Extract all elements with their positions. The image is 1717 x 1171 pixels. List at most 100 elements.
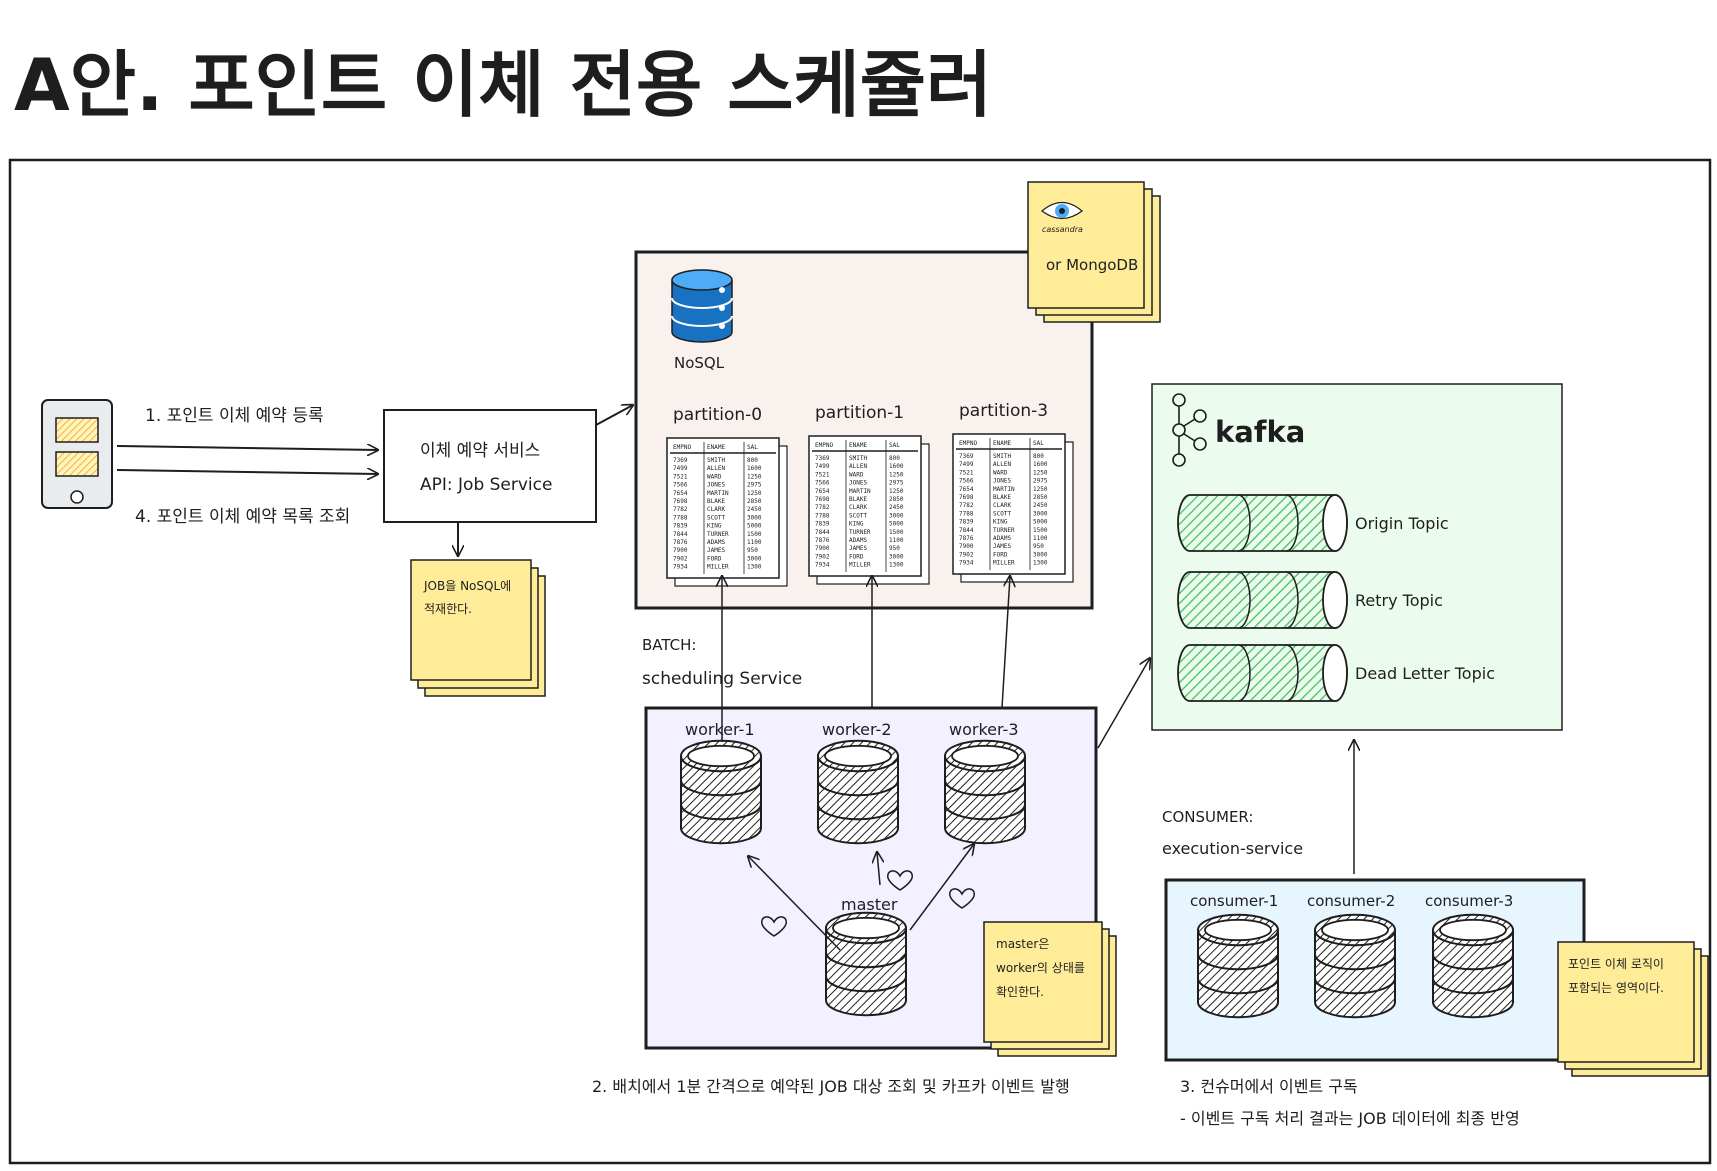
table-cell: 800 (889, 455, 900, 462)
table-cell: BLAKE (849, 496, 867, 503)
batch-caption: 2. 배치에서 1분 간격으로 예약된 JOB 대상 조회 및 카프카 이벤트 … (592, 1077, 1070, 1096)
table-cell: 7788 (815, 512, 830, 519)
consumer-db (1197, 913, 1279, 1019)
table-cell: 7566 (673, 482, 688, 489)
table-cell: MARTIN (993, 486, 1015, 493)
table-cell: 7782 (815, 504, 830, 511)
table-cell: ALLEN (707, 465, 725, 472)
table-cell: ALLEN (993, 461, 1011, 468)
list-label: 4. 포인트 이체 예약 목록 조회 (135, 507, 350, 527)
batch-label: BATCH: (642, 636, 696, 654)
table-cell: 7844 (815, 529, 830, 536)
table-header-cell: EMPNO (673, 444, 691, 451)
table-cell: 800 (1033, 453, 1044, 460)
table-cell: JONES (993, 478, 1011, 485)
worker-label: worker-1 (685, 720, 755, 739)
table-cell: SCOTT (849, 512, 867, 519)
table-cell: 7369 (815, 455, 830, 462)
table-cell: 7654 (673, 490, 688, 497)
table-cell: 7902 (815, 553, 830, 560)
partition-label: partition-3 (959, 401, 1048, 421)
table-cell: 7654 (815, 488, 830, 495)
table-cell: 7566 (815, 480, 830, 487)
table-cell: 1500 (747, 531, 762, 538)
table-cell: 7499 (673, 465, 688, 472)
table-cell: ADAMS (849, 537, 867, 544)
mobile-client (41, 399, 113, 509)
table-cell: 1100 (889, 537, 904, 544)
table-cell: 3000 (1033, 551, 1048, 558)
table-cell: 3000 (747, 514, 762, 521)
consumer-note: 포인트 이체 로직이 포함되는 영역이다. (1557, 941, 1709, 1077)
table-cell: BLAKE (993, 494, 1011, 501)
kafka-topic-label: Dead Letter Topic (1355, 664, 1495, 683)
partition-table (666, 437, 780, 579)
consumer-label: CONSUMER: (1162, 808, 1253, 826)
master-note: master은 worker의 상태를 확인한다. (983, 921, 1117, 1057)
consumer-note-line2: 포함되는 영역이다. (1568, 981, 1664, 995)
table-cell: TURNER (707, 531, 729, 538)
table-cell: CLARK (707, 506, 725, 513)
consumer-caption-2: - 이벤트 구독 처리 결과는 JOB 데이터에 최종 반영 (1180, 1109, 1520, 1128)
cassandra-eye-icon (1041, 201, 1083, 220)
table-cell: KING (707, 523, 722, 530)
table-cell: 7788 (673, 514, 688, 521)
table-cell: 7900 (815, 545, 830, 552)
service-to-nosql-arrow (595, 405, 633, 426)
table-cell: FORD (849, 553, 864, 560)
table-cell: 1500 (1033, 527, 1048, 534)
table-cell: MILLER (993, 560, 1015, 567)
table-cell: 1250 (1033, 469, 1048, 476)
table-cell: 7876 (959, 535, 974, 542)
table-cell: SCOTT (707, 514, 725, 521)
table-cell: MARTIN (707, 490, 729, 497)
consumer-item-label: consumer-3 (1425, 892, 1513, 910)
page-title: A안. 포인트 이체 전용 스케쥴러 (14, 43, 992, 127)
master-label: master (841, 895, 898, 914)
table-cell: ADAMS (707, 539, 725, 546)
table-cell: 950 (889, 545, 900, 552)
table-cell: BLAKE (707, 498, 725, 505)
table-cell: 7782 (959, 502, 974, 509)
table-cell: 1300 (747, 564, 762, 571)
reservation-service-api: API: Job Service (420, 475, 552, 495)
table-cell: 2975 (1033, 478, 1048, 485)
consumer-item-label: consumer-1 (1190, 892, 1278, 910)
table-cell: 1300 (1033, 560, 1048, 567)
table-cell: MILLER (707, 564, 729, 571)
kafka-topic-label: Origin Topic (1355, 514, 1449, 533)
table-cell: 2975 (889, 480, 904, 487)
table-cell: 7902 (959, 551, 974, 558)
table-cell: 3000 (747, 555, 762, 562)
table-cell: 2450 (1033, 502, 1048, 509)
table-cell: MARTIN (849, 488, 871, 495)
table-cell: 3000 (889, 553, 904, 560)
table-cell: WARD (707, 473, 722, 480)
table-cell: FORD (707, 555, 722, 562)
table-cell: JONES (849, 480, 867, 487)
table-cell: FORD (993, 551, 1008, 558)
table-cell: 3000 (1033, 510, 1048, 517)
table-cell: 7698 (959, 494, 974, 501)
table-cell: 2850 (747, 498, 762, 505)
table-cell: TURNER (849, 529, 871, 536)
table-cell: 7902 (673, 555, 688, 562)
table-cell: 7698 (815, 496, 830, 503)
master-db (825, 911, 907, 1017)
table-cell: 1100 (747, 539, 762, 546)
kafka-topic-queue (1177, 494, 1348, 552)
kafka-topic-label: Retry Topic (1355, 591, 1443, 610)
table-cell: 1600 (1033, 461, 1048, 468)
table-cell: 7844 (673, 531, 688, 538)
table-cell: 7900 (673, 547, 688, 554)
table-cell: 1600 (747, 465, 762, 472)
consumer-service-label: execution-service (1162, 839, 1303, 858)
table-cell: JONES (707, 482, 725, 489)
table-cell: 7782 (673, 506, 688, 513)
table-cell: ALLEN (849, 463, 867, 470)
cassandra-note-text: or MongoDB (1046, 256, 1138, 274)
table-cell: 7521 (815, 471, 830, 478)
partition-label: partition-1 (815, 403, 904, 423)
table-cell: JAMES (707, 547, 725, 554)
